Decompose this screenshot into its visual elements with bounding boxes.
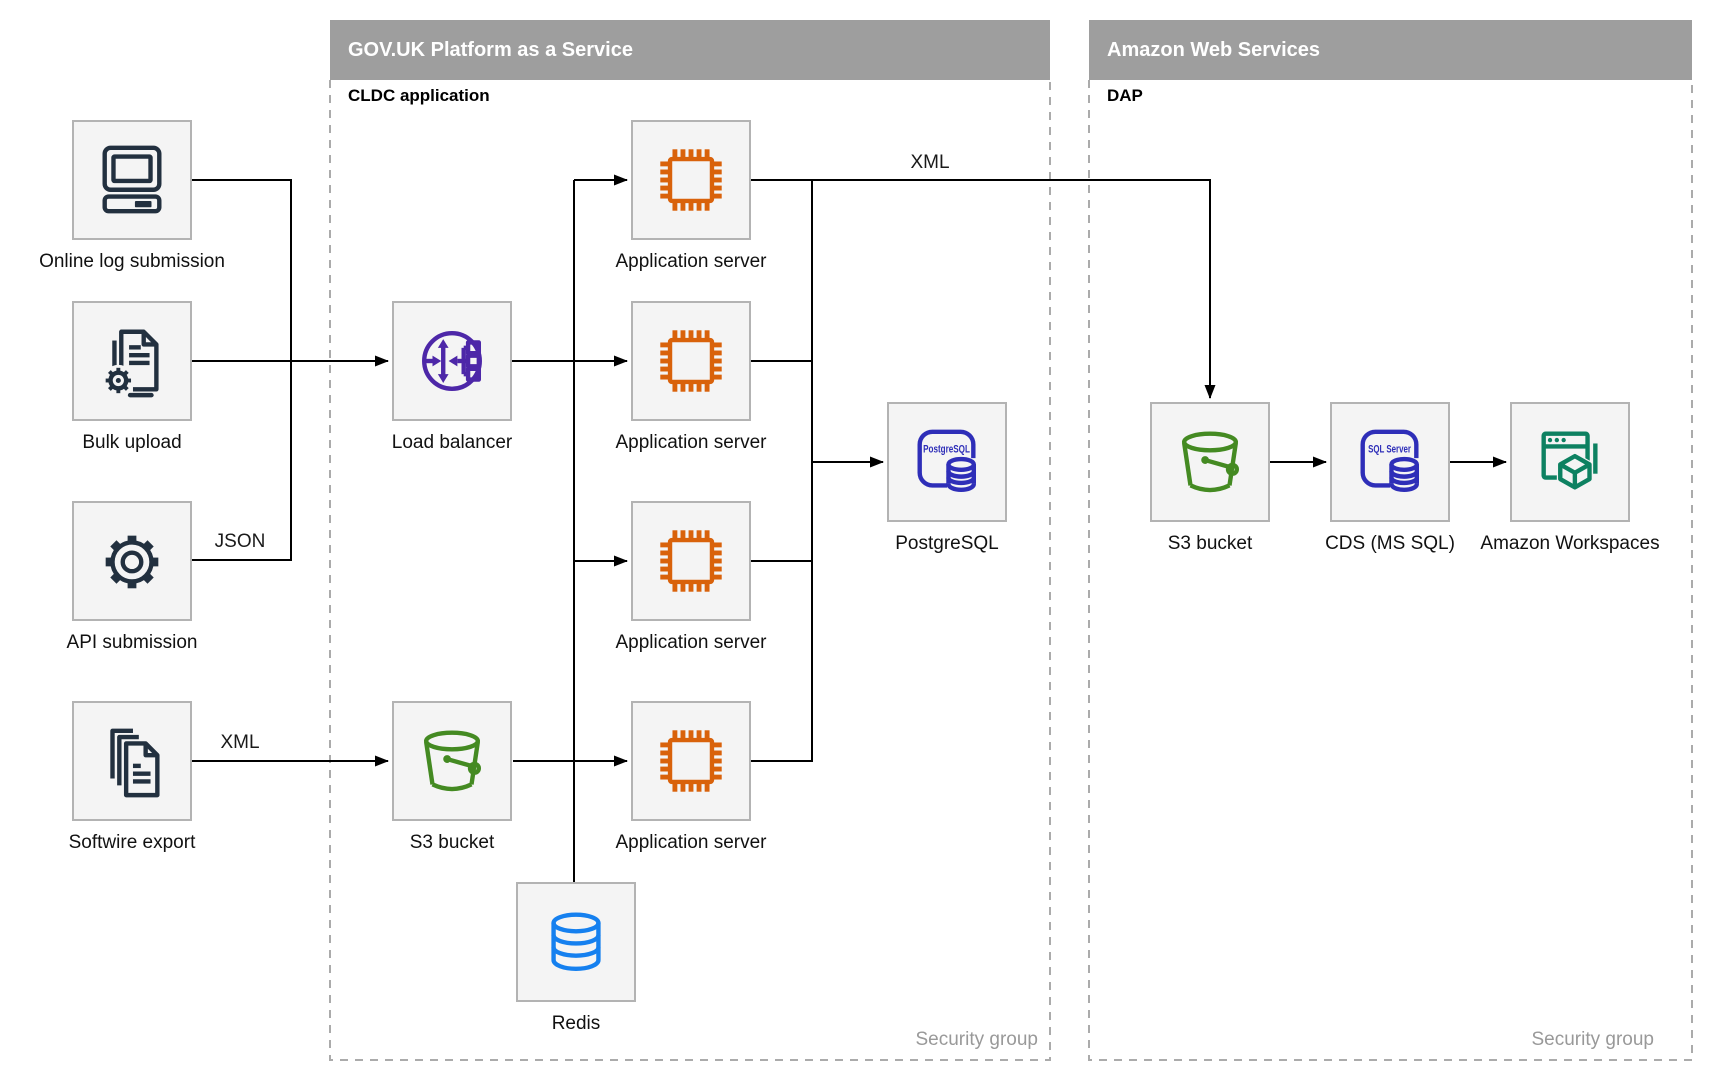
chip-icon [660, 149, 722, 211]
aws-container-border [1088, 80, 1693, 1061]
node-label-application-server-3: Application server [615, 632, 767, 653]
node-label-cds-mssql: CDS (MS SQL) [1325, 533, 1455, 554]
node-online-log-submission [72, 120, 192, 240]
node-bulk-upload [72, 301, 192, 421]
node-label-application-server-1: Application server [615, 251, 767, 272]
node-api-submission [72, 501, 192, 621]
edge-label-xml-export: XML [220, 732, 260, 753]
sql-server-icon: SQL Server [1360, 429, 1420, 492]
postgresql-icon: PostgreSQL [917, 429, 977, 492]
computer-icon [102, 145, 162, 214]
database-icon [551, 912, 601, 972]
node-label-load-balancer: Load balancer [391, 432, 513, 453]
dap-label: DAP [1107, 86, 1143, 105]
aws-container-header: Amazon Web Services [1089, 20, 1692, 80]
cldc-application-label: CLDC application [348, 86, 490, 105]
node-label-amazon-workspaces: Amazon Workspaces [1480, 533, 1660, 554]
node-load-balancer [392, 301, 512, 421]
s3-bucket-icon [1181, 431, 1240, 493]
aws-security-group-label: Security group [1531, 1029, 1654, 1050]
node-redis [516, 882, 636, 1002]
node-application-server-1 [631, 120, 751, 240]
workspaces-icon [1541, 431, 1598, 492]
chip-icon [660, 730, 722, 792]
node-label-online-log-submission: Online log submission [39, 251, 225, 272]
node-amazon-workspaces [1510, 402, 1630, 522]
govuk-paas-container-header: GOV.UK Platform as a Service [330, 20, 1050, 80]
chip-icon [660, 330, 722, 392]
node-label-paas-s3-bucket: S3 bucket [409, 832, 495, 853]
document-gear-icon [102, 329, 159, 398]
edge-onlinelog-api [192, 179, 292, 561]
node-application-server-3 [631, 501, 751, 621]
edge-label-xml-dap: XML [910, 152, 950, 173]
edge-xml-to-aws-s3 [751, 179, 1216, 399]
node-application-server-2 [631, 301, 751, 421]
postgresql-icon-text: PostgreSQL [923, 443, 970, 455]
node-cds-mssql: SQL Server [1330, 402, 1450, 522]
node-label-softwire-export: Softwire export [68, 832, 196, 853]
node-label-application-server-4: Application server [615, 832, 767, 853]
s3-bucket-icon [423, 730, 482, 792]
node-label-bulk-upload: Bulk upload [82, 432, 182, 453]
node-aws-s3-bucket [1150, 402, 1270, 522]
node-label-aws-s3-bucket: S3 bucket [1167, 533, 1253, 554]
edge-label-json: JSON [214, 531, 266, 552]
node-paas-s3-bucket [392, 701, 512, 821]
govuk-security-group-label: Security group [915, 1029, 1038, 1050]
node-label-application-server-2: Application server [615, 432, 767, 453]
node-label-postgresql: PostgreSQL [895, 533, 999, 554]
gear-icon [105, 535, 159, 589]
chip-icon [660, 530, 722, 592]
documents-icon [110, 728, 160, 798]
sql-server-icon-text: SQL Server [1368, 443, 1412, 455]
node-label-redis: Redis [551, 1013, 601, 1034]
node-label-api-submission: API submission [66, 632, 198, 653]
node-postgresql: PostgreSQL [887, 402, 1007, 522]
node-softwire-export [72, 701, 192, 821]
load-balancer-icon [422, 331, 482, 391]
node-application-server-4 [631, 701, 751, 821]
